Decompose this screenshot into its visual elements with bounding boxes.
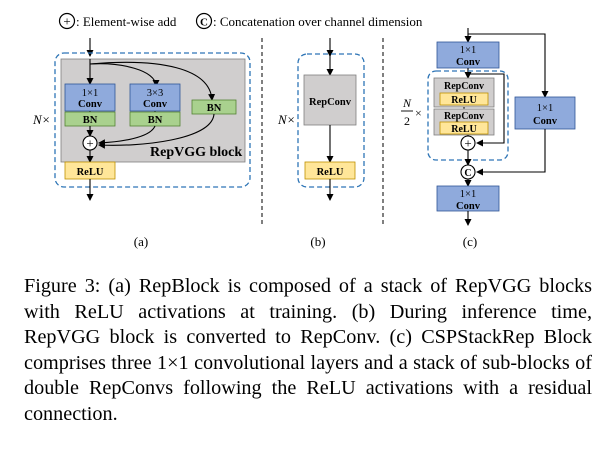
relu-label: ReLU [317, 167, 344, 178]
legend-concat-label: : Concatenation over channel dimension [213, 14, 423, 29]
repeat-label: N× [277, 112, 295, 127]
relu-2-label: ReLU [451, 124, 477, 135]
conv-3x3-line1: 3×3 [147, 88, 163, 99]
legend-concat-symbol: C [200, 17, 208, 29]
side-to-concat [476, 129, 546, 176]
repeat-dashed-box [54, 52, 251, 188]
side-conv-line2: Conv [533, 116, 558, 127]
repconv-label: RepConv [309, 97, 352, 108]
relu-2-box [439, 121, 489, 135]
top-conv-box [436, 41, 500, 69]
repvgg-block-label: RepVGG block [150, 145, 242, 160]
top-conv-line1: 1×1 [460, 45, 476, 56]
conv-3x3-line2: Conv [143, 99, 168, 110]
add-symbol-icon [58, 12, 76, 30]
relu-1-label: ReLU [451, 95, 477, 106]
side-conv-box [514, 96, 576, 130]
repeat-numerator: N [402, 96, 412, 110]
legend: + : Element-wise add C : Concatenation o… [58, 12, 423, 30]
legend-add-symbol: + [63, 14, 70, 29]
figure-caption: Figure 3: (a) RepBlock is composed of a … [24, 275, 592, 425]
bn-2-label: BN [148, 115, 163, 126]
panel-c: 1×1 Conv RepConv ReLU RepConv ReLU + 1×1… [401, 28, 576, 249]
repeat-times: × [415, 106, 422, 120]
conv-1x1-line1: 1×1 [82, 88, 98, 99]
repeat-dashed-box [297, 53, 365, 188]
residual-arrow [468, 73, 505, 147]
branch-to-bn-identity [89, 61, 216, 101]
legend-add-label: : Element-wise add [76, 14, 177, 29]
architecture-figure: + : Element-wise add C : Concatenation o… [32, 12, 576, 249]
side-branch-arrow [468, 33, 549, 98]
relu-1-box [439, 92, 489, 106]
repeat-denominator: 2 [404, 114, 410, 128]
repconv-2-label: RepConv [444, 111, 484, 122]
top-conv-line2: Conv [456, 57, 481, 68]
repeat-label: N× [32, 112, 50, 127]
bottom-conv-line2: Conv [456, 201, 481, 212]
bn-3-label: BN [207, 103, 222, 114]
add-node-label: + [86, 136, 93, 151]
bn3-to-add [98, 113, 215, 149]
panel-b: RepConv ReLU N× (b) [277, 38, 365, 249]
concat-symbol-icon [195, 12, 213, 30]
bottom-conv-line1: 1×1 [460, 189, 476, 200]
panel-b-label: (b) [310, 234, 325, 249]
concat-node-label: C [464, 168, 471, 179]
repconv-1-label: RepConv [444, 81, 484, 92]
relu-label: ReLU [77, 167, 104, 178]
add-node-label: + [464, 136, 471, 151]
panel-a: 1×1 Conv 3×3 Conv BN BN BN + RepVGG bloc… [32, 38, 251, 249]
panel-c-label: (c) [463, 234, 477, 249]
repconv-box [303, 74, 357, 126]
bn-1-label: BN [83, 115, 98, 126]
panel-a-label: (a) [134, 234, 148, 249]
conv-1x1-line2: Conv [78, 99, 103, 110]
side-conv-line1: 1×1 [537, 103, 553, 114]
